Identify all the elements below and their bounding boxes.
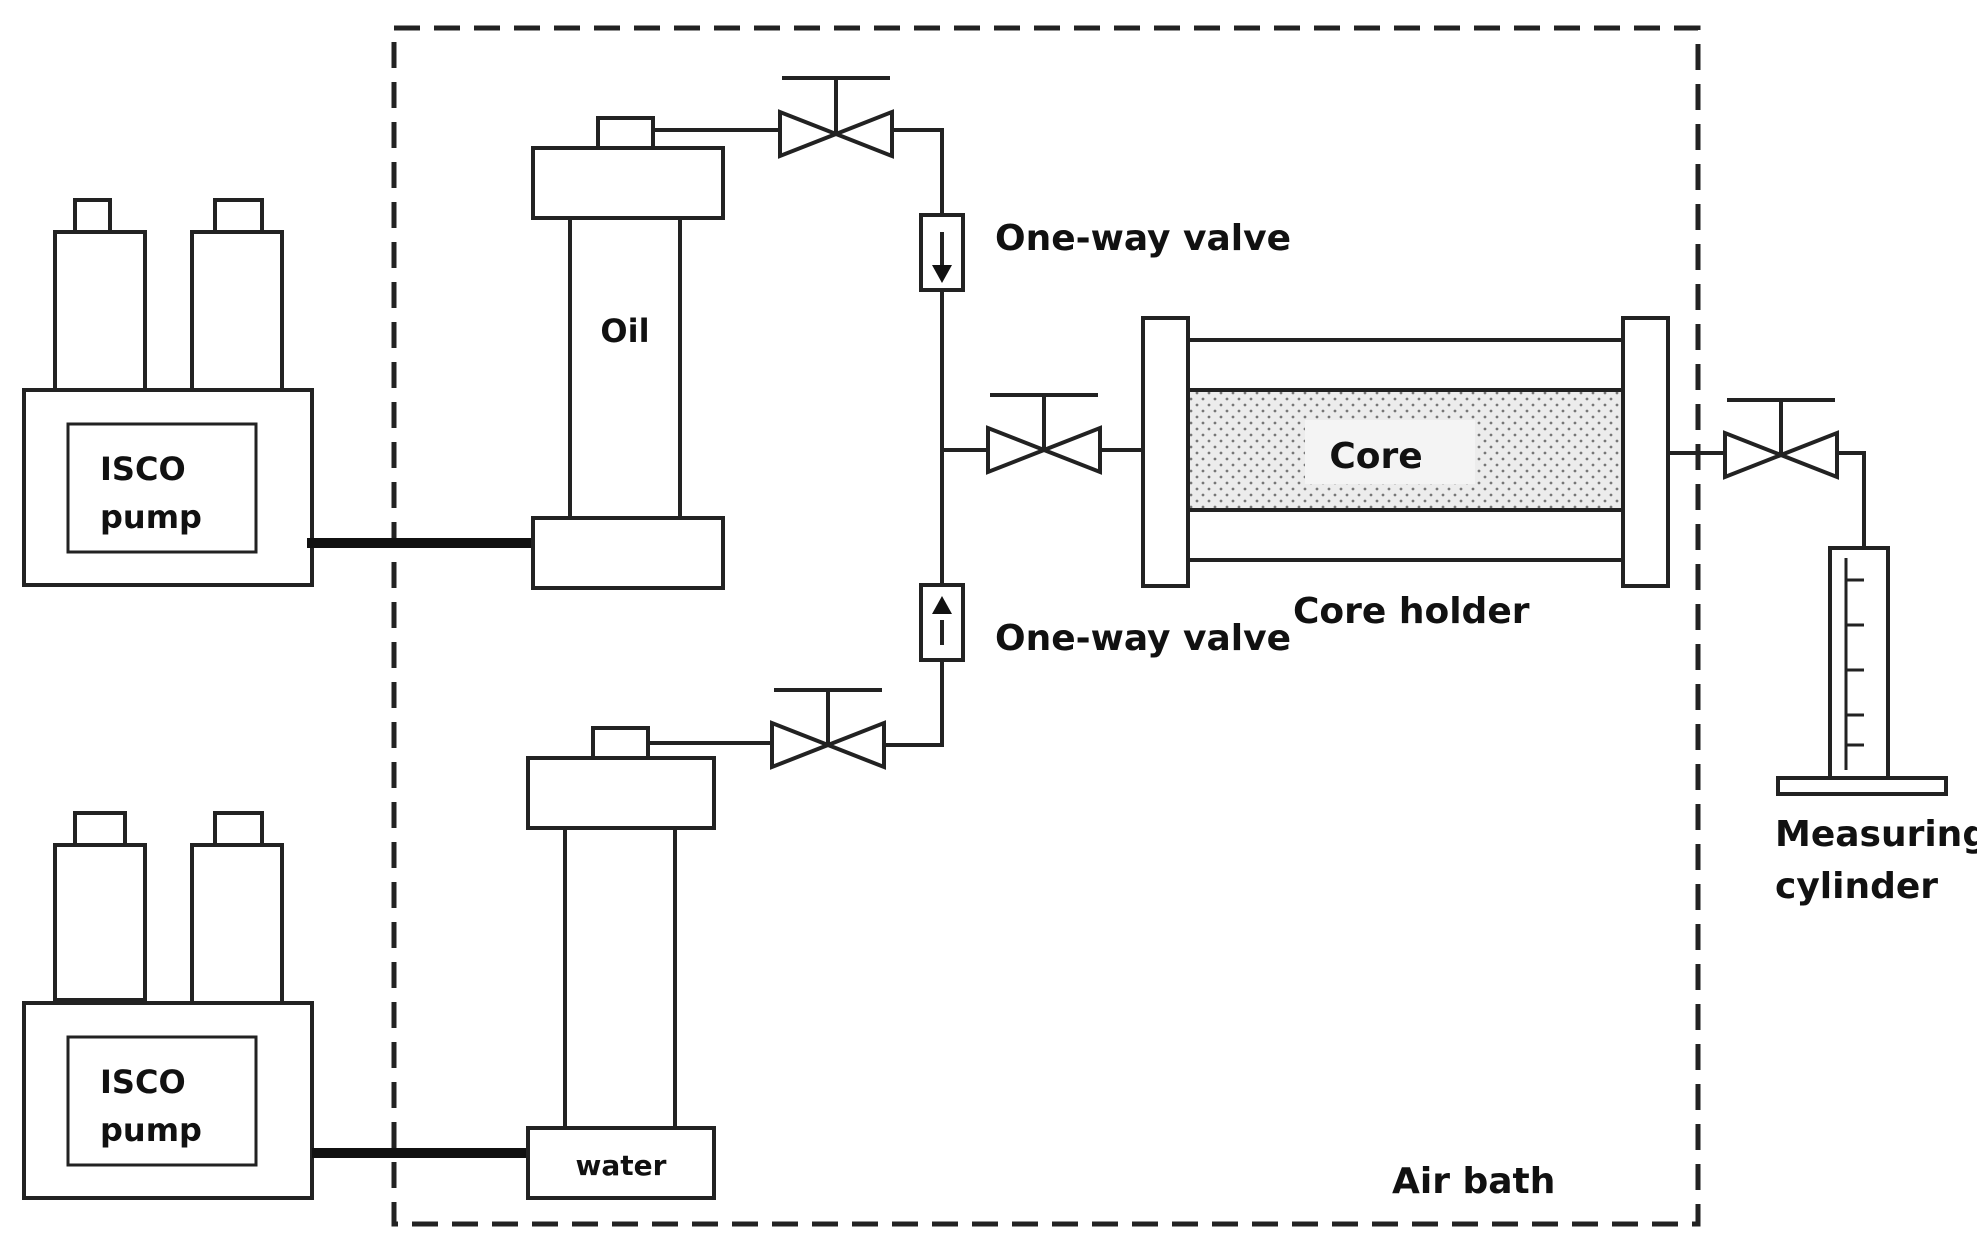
measuring-cylinder [1776,546,1948,796]
core-holder: Core [1141,316,1670,588]
needle-valve-water [770,688,886,770]
pump-label-line1: ISCO [100,450,186,488]
needle-valve-oil [778,76,894,159]
one-way-valve-bottom [919,583,965,662]
water-label: water [576,1149,667,1182]
one-way-valve-top-label: One-way valve [995,218,1291,259]
isco-pump-bottom: ISCO pump [22,811,314,1200]
one-way-valve-top [919,213,965,292]
measuring-cylinder-label-line2: cylinder [1775,866,1938,907]
air-bath-label: Air bath [1392,1161,1555,1202]
oil-label: Oil [600,312,649,350]
pump-label-line1: ISCO [100,1063,186,1101]
oil-vessel: Oil [531,116,725,590]
one-way-valve-bottom-label: One-way valve [995,618,1291,659]
pump-label-line2: pump [100,1111,202,1149]
pump-label-line2: pump [100,498,202,536]
measuring-cylinder-label-line1: Measuring [1775,814,1977,855]
core-label: Core [1329,436,1422,477]
water-vessel: water [526,726,716,1200]
pipe-to-one-way-top [892,128,944,215]
pipe-to-one-way-bottom [884,660,944,747]
air-bath-enclosure [391,25,1701,1227]
isco-pump-top: ISCO pump [22,198,314,587]
needle-valve-core-inlet [986,393,1102,475]
core-holder-label: Core holder [1293,591,1530,632]
needle-valve-outlet [1723,398,1839,480]
